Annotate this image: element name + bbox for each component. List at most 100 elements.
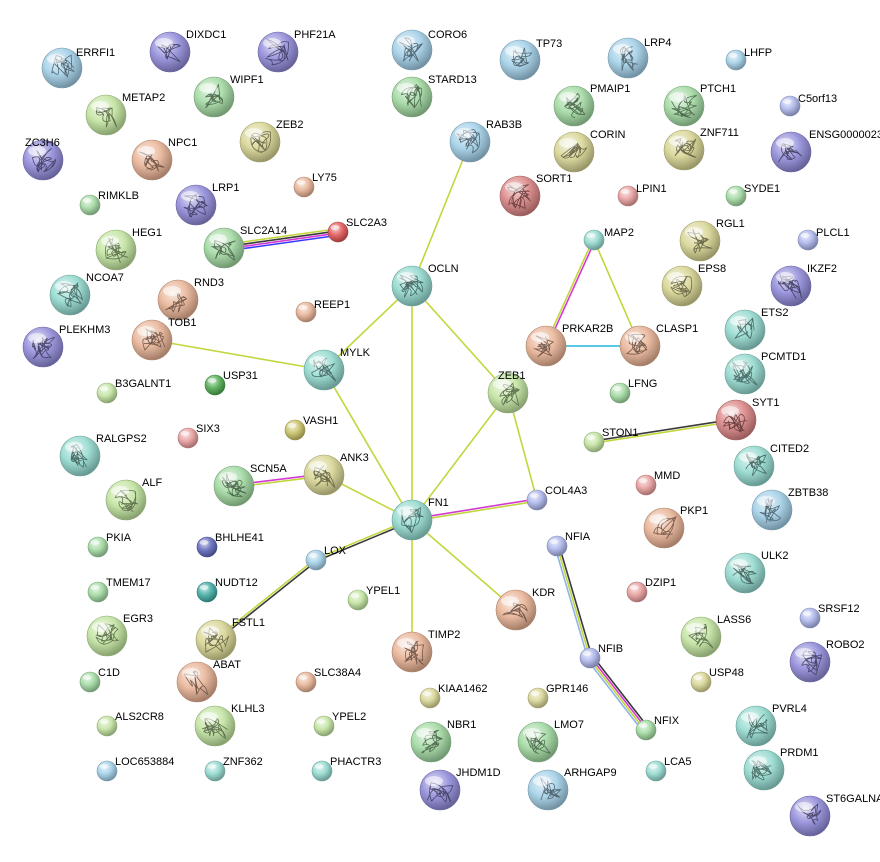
node-scn5a[interactable]: SCN5A <box>213 463 287 507</box>
node-sphere[interactable] <box>96 760 118 782</box>
node-sphere[interactable] <box>293 176 315 198</box>
node-lmo7[interactable]: LMO7 <box>517 719 584 763</box>
node-label[interactable]: ABAT <box>213 659 241 671</box>
node-label[interactable]: NFIA <box>565 531 591 543</box>
node-label[interactable]: TOB1 <box>168 317 197 329</box>
edge-LOX-FSTL1[interactable] <box>214 558 318 642</box>
node-syde1[interactable]: SYDE1 <box>725 183 780 207</box>
node-lhfp[interactable]: LHFP <box>725 47 772 71</box>
node-label[interactable]: USP48 <box>709 667 744 679</box>
node-ptch1[interactable]: PTCH1 <box>663 83 736 127</box>
node-sphere[interactable] <box>419 687 441 709</box>
node-nbr1[interactable]: NBR1 <box>410 719 476 763</box>
node-vash1[interactable]: VASH1 <box>284 415 338 441</box>
node-robo2[interactable]: ROBO2 <box>789 639 865 683</box>
node-fn1[interactable]: FN1 <box>391 497 449 541</box>
node-fstl1[interactable]: FSTL1 <box>195 617 265 661</box>
node-sphere[interactable] <box>105 479 147 521</box>
node-sphere[interactable] <box>305 549 327 571</box>
node-sphere[interactable] <box>724 552 766 594</box>
node-sphere[interactable] <box>661 265 703 307</box>
node-label[interactable]: PCMTD1 <box>761 351 806 363</box>
node-label[interactable]: PRKAR2B <box>562 323 613 335</box>
node-label[interactable]: NFIB <box>598 643 623 655</box>
node-clasp1[interactable]: CLASP1 <box>619 323 698 367</box>
node-pmaip1[interactable]: PMAIP1 <box>553 83 630 127</box>
node-label[interactable]: DIXDC1 <box>186 29 226 41</box>
node-sphere[interactable] <box>527 687 549 709</box>
node-sphere[interactable] <box>391 29 433 71</box>
node-sphere[interactable] <box>499 175 541 217</box>
node-corin[interactable]: CORIN <box>553 129 626 173</box>
node-kdr[interactable]: KDR <box>495 587 555 631</box>
node-six3[interactable]: SIX3 <box>177 423 220 449</box>
node-sphere[interactable] <box>779 95 801 117</box>
node-srsf12[interactable]: SRSF12 <box>799 603 860 629</box>
node-label[interactable]: SYT1 <box>752 397 780 409</box>
node-label[interactable]: MYLK <box>340 347 371 359</box>
node-tob1[interactable]: TOB1 <box>131 317 197 361</box>
node-label[interactable]: SCN5A <box>250 463 287 475</box>
node-sphere[interactable] <box>583 431 605 453</box>
node-label[interactable]: USP31 <box>223 370 258 382</box>
node-klhl3[interactable]: KLHL3 <box>194 703 265 747</box>
node-sphere[interactable] <box>96 382 118 404</box>
node-label[interactable]: MMD <box>654 470 680 482</box>
node-sphere[interactable] <box>196 581 218 603</box>
node-label[interactable]: WIPF1 <box>230 74 264 86</box>
node-label[interactable]: EPS8 <box>698 263 726 275</box>
node-zeb1[interactable]: ZEB1 <box>487 370 529 414</box>
node-sphere[interactable] <box>526 489 548 511</box>
node-label[interactable]: RIMKLB <box>98 190 139 202</box>
node-label[interactable]: NBR1 <box>447 719 476 731</box>
node-map2[interactable]: MAP2 <box>583 227 634 251</box>
node-sphere[interactable] <box>347 589 369 611</box>
node-jhdm1d[interactable]: JHDM1D <box>419 767 501 811</box>
node-ypel2[interactable]: YPEL2 <box>313 711 366 737</box>
node-ralgps2[interactable]: RALGPS2 <box>59 433 147 477</box>
node-label[interactable]: DZIP1 <box>645 577 676 589</box>
node-label[interactable]: LHFP <box>744 47 772 59</box>
node-rnd3[interactable]: RND3 <box>157 277 224 321</box>
node-label[interactable]: ZBTB38 <box>788 487 828 499</box>
node-label[interactable]: KIAA1462 <box>438 683 488 695</box>
node-lass6[interactable]: LASS6 <box>680 614 751 658</box>
node-label[interactable]: SLC2A14 <box>240 225 287 237</box>
node-sphere[interactable] <box>87 581 109 603</box>
node-label[interactable]: HEG1 <box>132 227 162 239</box>
node-sphere[interactable] <box>87 536 109 558</box>
node-label[interactable]: PMAIP1 <box>590 83 630 95</box>
node-zeb2[interactable]: ZEB2 <box>239 119 304 163</box>
node-label[interactable]: CITED2 <box>770 443 809 455</box>
node-label[interactable]: PHACTR3 <box>330 756 381 768</box>
node-label[interactable]: EGR3 <box>123 613 153 625</box>
node-nudt12[interactable]: NUDT12 <box>196 577 258 603</box>
node-npc1[interactable]: NPC1 <box>131 137 197 181</box>
node-bhlhe41[interactable]: BHLHE41 <box>196 532 264 558</box>
node-label[interactable]: ETS2 <box>761 307 789 319</box>
node-errfi1[interactable]: ERRFI1 <box>41 47 115 89</box>
node-label[interactable]: GPR146 <box>546 683 588 695</box>
node-label[interactable]: PLEKHM3 <box>59 324 110 336</box>
node-sphere[interactable] <box>196 536 218 558</box>
node-sphere[interactable] <box>284 419 306 441</box>
edge-FN1-KDR[interactable] <box>411 519 517 611</box>
node-usp48[interactable]: USP48 <box>690 667 744 693</box>
node-label[interactable]: FN1 <box>428 497 449 509</box>
node-b3galnt1[interactable]: B3GALNT1 <box>96 378 171 404</box>
node-label[interactable]: RALGPS2 <box>96 433 147 445</box>
edge-FN1-COL4A3[interactable] <box>411 498 538 522</box>
edge-MYLK-FN1[interactable] <box>323 369 413 521</box>
node-sphere[interactable] <box>797 229 819 251</box>
node-phf21a[interactable]: PHF21A <box>257 29 336 73</box>
node-ypel1[interactable]: YPEL1 <box>347 585 400 611</box>
node-nfib[interactable]: NFIB <box>579 643 623 669</box>
node-sphere[interactable] <box>517 721 559 763</box>
node-sphere[interactable] <box>733 445 775 487</box>
node-sphere[interactable] <box>680 616 722 658</box>
node-reep1[interactable]: REEP1 <box>295 299 350 323</box>
node-label[interactable]: ENSG0000023 <box>809 129 880 141</box>
node-tp73[interactable]: TP73 <box>499 38 562 81</box>
node-nfia[interactable]: NFIA <box>546 531 591 557</box>
node-label[interactable]: ZEB2 <box>276 119 304 131</box>
